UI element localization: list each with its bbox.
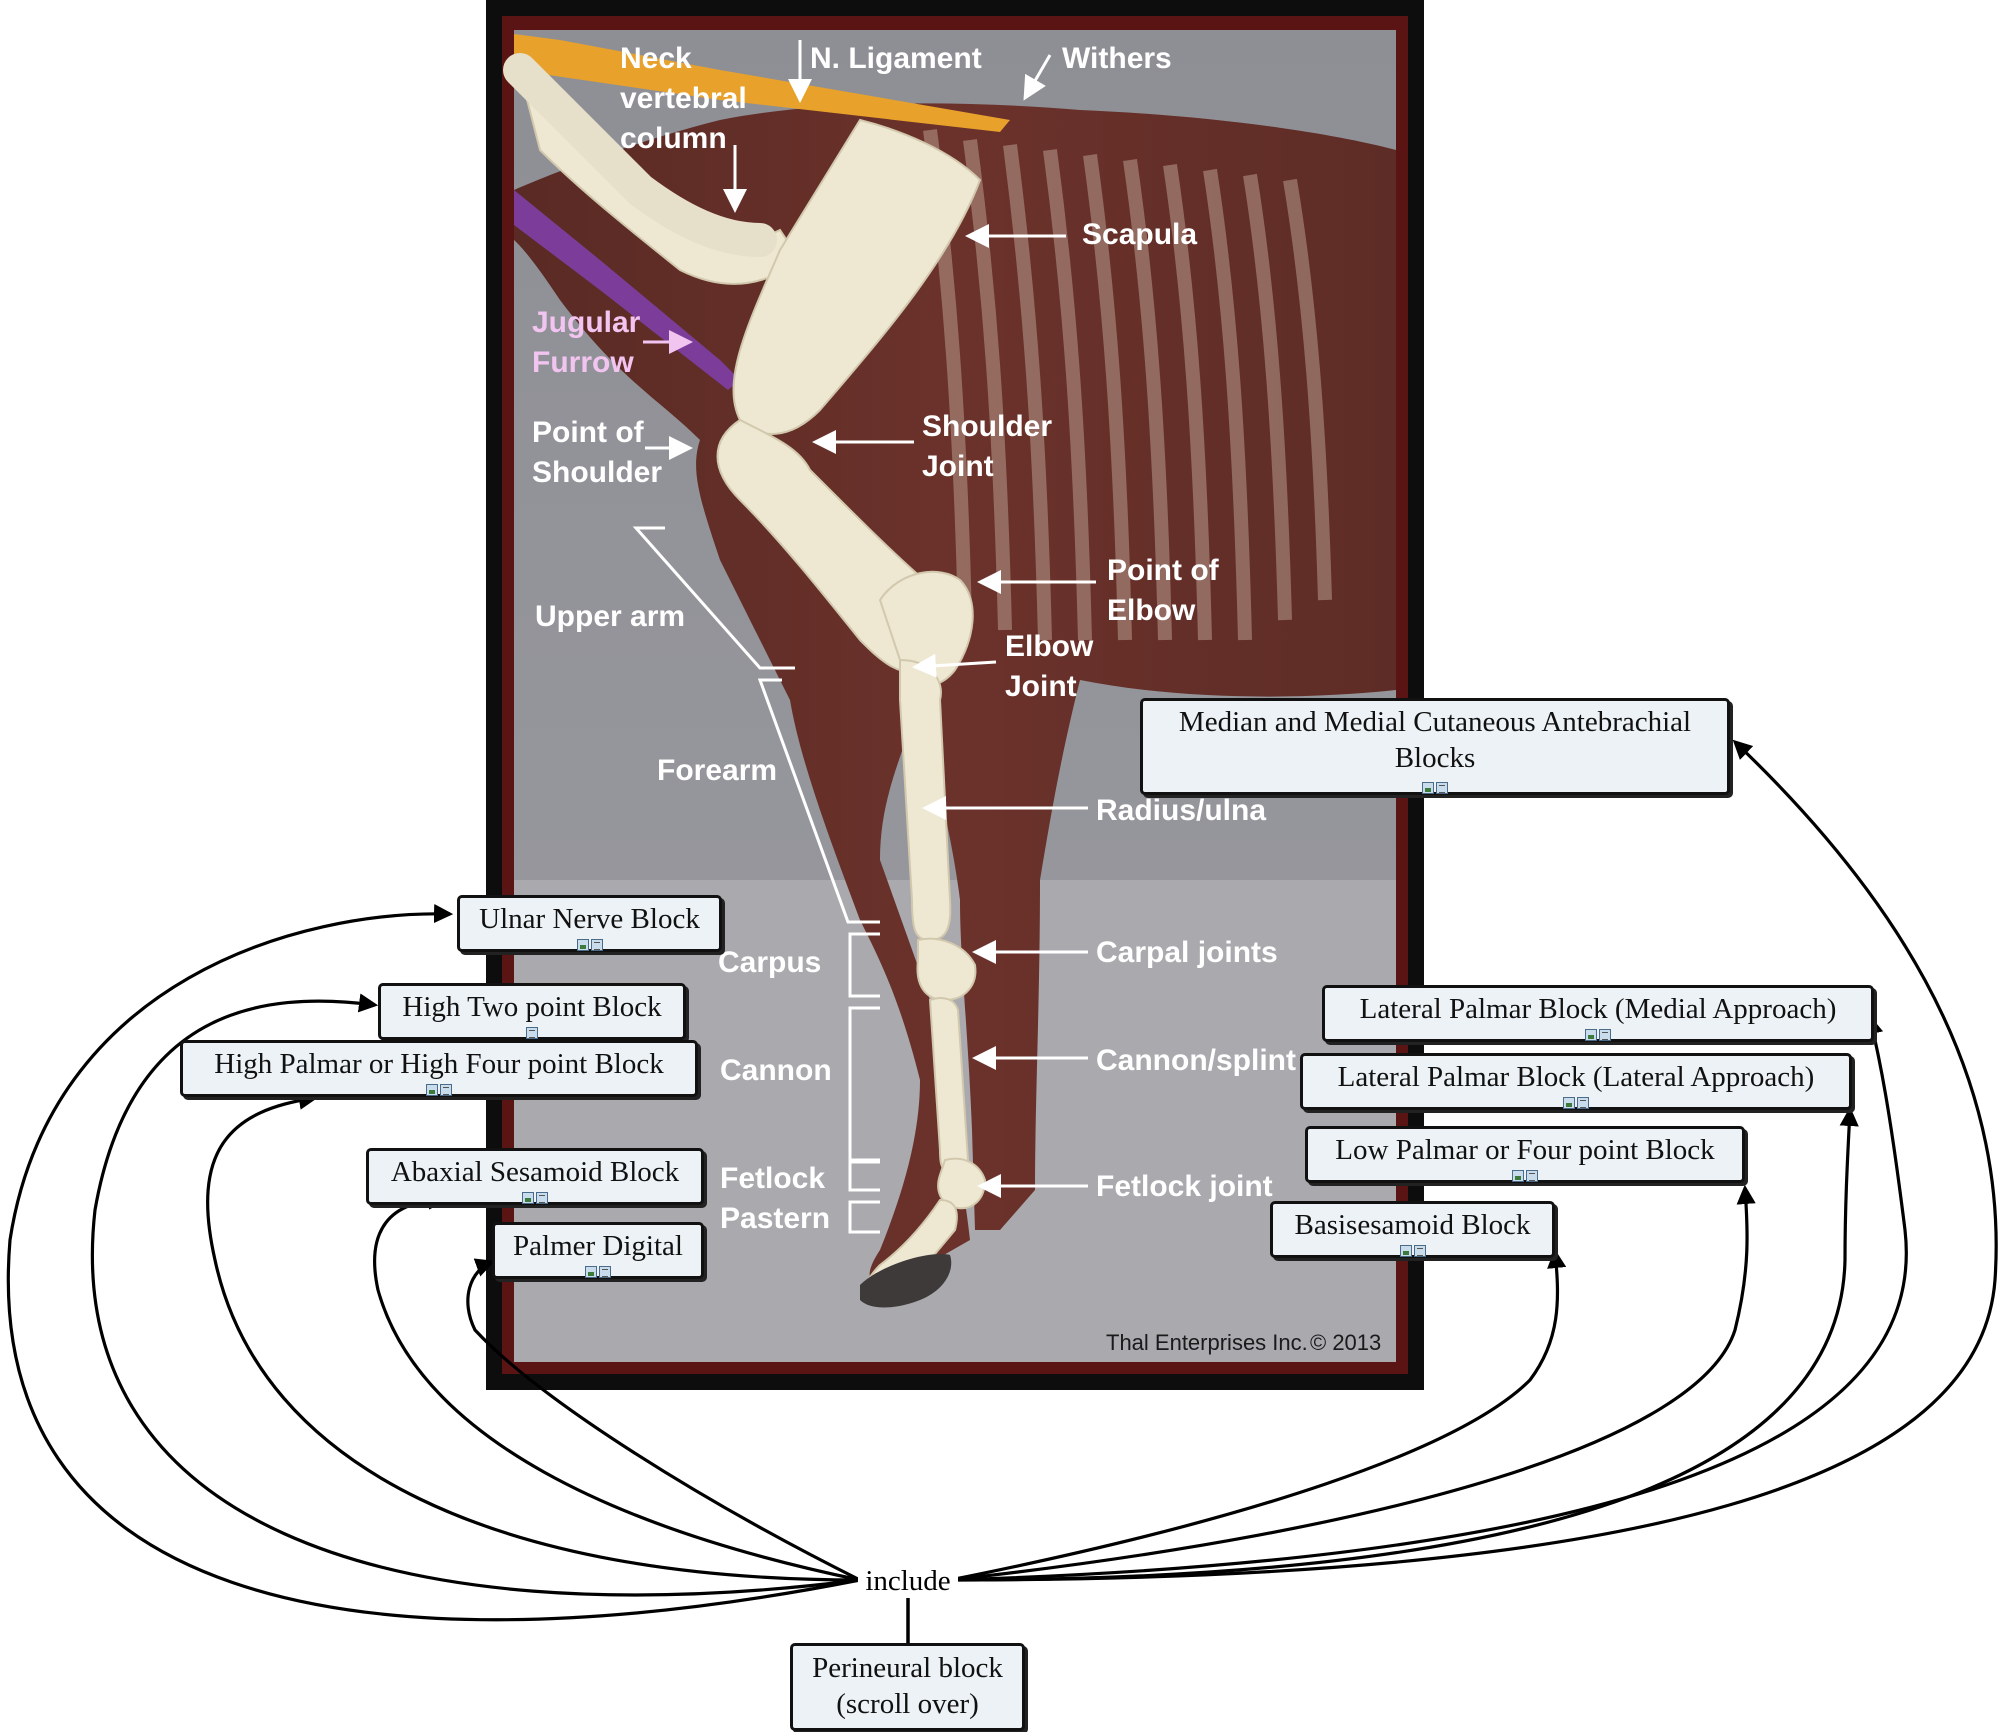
label-elbow-joint-1: Elbow <box>1005 630 1094 663</box>
document-resource-icon[interactable] <box>591 939 603 951</box>
image-resource-icon[interactable] <box>1400 1245 1412 1257</box>
label-furrow: Furrow <box>532 346 634 379</box>
label-point-of-elbow-1: Point of <box>1107 554 1220 587</box>
linking-phrase-include: include <box>858 1564 958 1598</box>
node-icons <box>1585 1029 1611 1041</box>
label-cannon: Cannon <box>720 1054 832 1087</box>
document-resource-icon[interactable] <box>440 1084 452 1096</box>
image-resource-icon[interactable] <box>522 1192 534 1204</box>
node-label: Median and Medial Cutaneous Antebrachial… <box>1179 706 1691 774</box>
node-median-medial-cutaneous-block[interactable]: Median and Medial Cutaneous Antebrachial… <box>1140 698 1730 795</box>
label-cannon-splint: Cannon/splint <box>1096 1044 1296 1077</box>
node-label: Low Palmar or Four point Block <box>1335 1134 1714 1166</box>
image-resource-icon[interactable] <box>1585 1029 1597 1041</box>
node-icons <box>426 1084 452 1096</box>
image-resource-icon[interactable] <box>1512 1170 1524 1182</box>
node-label: Lateral Palmar Block (Lateral Approach) <box>1338 1061 1815 1093</box>
node-basisesamoid-block[interactable]: Basisesamoid Block <box>1270 1201 1555 1258</box>
label-fetlock: Fetlock <box>720 1162 825 1195</box>
document-resource-icon[interactable] <box>1436 782 1448 794</box>
label-upper-arm: Upper arm <box>535 600 685 633</box>
label-withers: Withers <box>1062 42 1172 75</box>
label-elbow-joint-2: Joint <box>1005 670 1077 703</box>
label-shoulder-joint-2: Joint <box>922 450 994 483</box>
node-icons <box>585 1266 611 1278</box>
document-resource-icon[interactable] <box>599 1266 611 1278</box>
node-lateral-palmar-lateral-approach[interactable]: Lateral Palmar Block (Lateral Approach) <box>1300 1053 1852 1110</box>
node-label: Abaxial Sesamoid Block <box>391 1156 679 1188</box>
credit-year: © 2013 <box>1310 1330 1381 1355</box>
label-vertebral: vertebral <box>620 82 747 115</box>
node-label: High Palmar or High Four point Block <box>214 1048 663 1080</box>
node-icons <box>1512 1170 1538 1182</box>
node-ulnar-nerve-block[interactable]: Ulnar Nerve Block <box>457 895 722 952</box>
node-perineural-block[interactable]: Perineural block (scroll over) <box>790 1643 1025 1731</box>
label-forearm: Forearm <box>657 754 777 787</box>
node-icons <box>1400 1245 1426 1257</box>
node-icons <box>526 1027 538 1039</box>
node-label: Palmer Digital <box>513 1230 683 1262</box>
label-column: column <box>620 122 727 155</box>
node-lateral-palmar-medial-approach[interactable]: Lateral Palmar Block (Medial Approach) <box>1322 985 1874 1042</box>
document-resource-icon[interactable] <box>526 1027 538 1039</box>
label-scapula: Scapula <box>1082 218 1197 251</box>
document-resource-icon[interactable] <box>1414 1245 1426 1257</box>
label-shoulder-joint-1: Shoulder <box>922 410 1052 443</box>
root-label-line1: Perineural block <box>799 1650 1016 1686</box>
node-label: Ulnar Nerve Block <box>479 903 700 935</box>
document-resource-icon[interactable] <box>1599 1029 1611 1041</box>
node-palmer-digital[interactable]: Palmer Digital <box>492 1222 704 1279</box>
label-fetlock-joint: Fetlock joint <box>1096 1170 1273 1203</box>
label-point-of-shoulder-2: Shoulder <box>532 456 662 489</box>
document-resource-icon[interactable] <box>1526 1170 1538 1182</box>
node-high-palmar-block[interactable]: High Palmar or High Four point Block <box>180 1040 698 1097</box>
node-high-two-point-block[interactable]: High Two point Block <box>378 983 686 1040</box>
label-jugular: Jugular <box>532 306 641 339</box>
label-n-ligament: N. Ligament <box>810 42 982 75</box>
image-resource-icon[interactable] <box>1563 1097 1575 1109</box>
label-neck: Neck <box>620 42 692 75</box>
node-label: High Two point Block <box>402 991 661 1023</box>
node-low-palmar-block[interactable]: Low Palmar or Four point Block <box>1305 1126 1745 1183</box>
label-point-of-shoulder-1: Point of <box>532 416 645 449</box>
document-resource-icon[interactable] <box>536 1192 548 1204</box>
label-radius-ulna: Radius/ulna <box>1096 794 1266 827</box>
label-pastern: Pastern <box>720 1202 830 1235</box>
node-icons <box>1563 1097 1589 1109</box>
document-resource-icon[interactable] <box>1577 1097 1589 1109</box>
node-icons <box>522 1192 548 1204</box>
credit-company: Thal Enterprises Inc. <box>1106 1330 1308 1355</box>
node-label: Basisesamoid Block <box>1294 1209 1530 1241</box>
image-resource-icon[interactable] <box>585 1266 597 1278</box>
root-label-line2: (scroll over) <box>799 1686 1016 1722</box>
label-carpal-joints: Carpal joints <box>1096 936 1278 969</box>
node-abaxial-sesamoid-block[interactable]: Abaxial Sesamoid Block <box>366 1148 704 1205</box>
node-label: Lateral Palmar Block (Medial Approach) <box>1360 993 1837 1025</box>
image-resource-icon[interactable] <box>577 939 589 951</box>
node-icons <box>577 939 603 951</box>
image-resource-icon[interactable] <box>426 1084 438 1096</box>
node-icons <box>1422 782 1448 794</box>
label-carpus: Carpus <box>718 946 821 979</box>
label-point-of-elbow-2: Elbow <box>1107 594 1196 627</box>
image-resource-icon[interactable] <box>1422 782 1434 794</box>
